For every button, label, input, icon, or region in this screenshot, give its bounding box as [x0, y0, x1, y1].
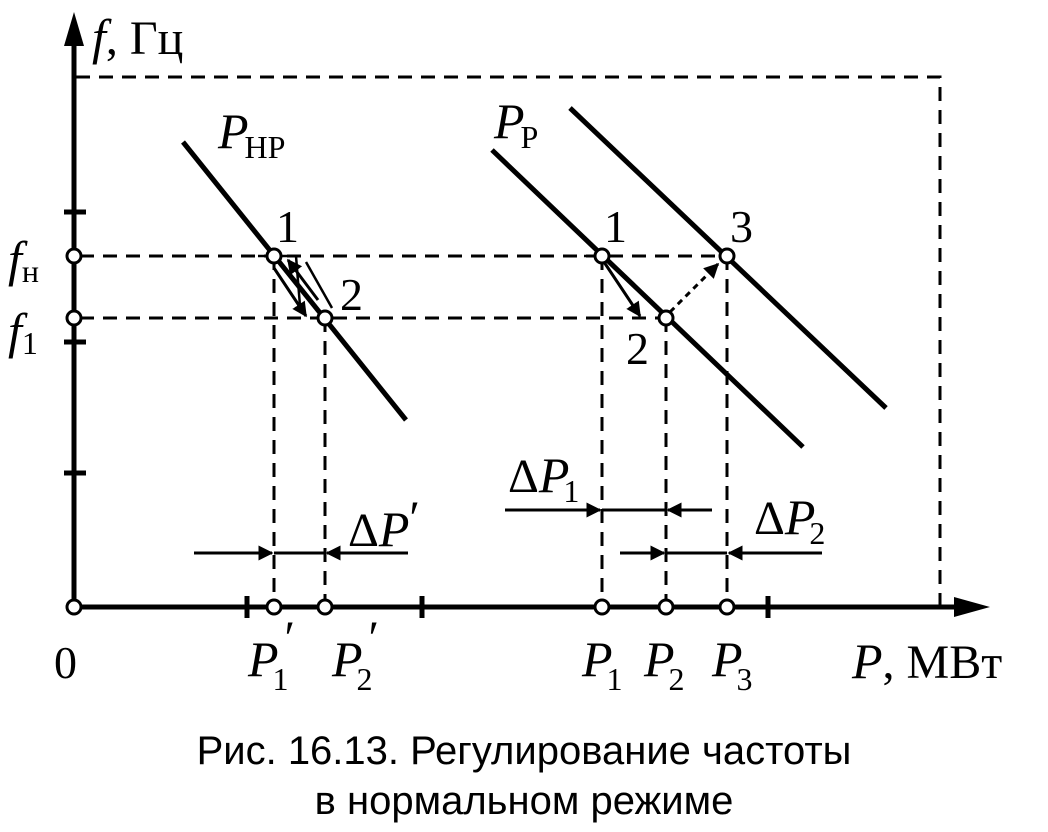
y-axis-arrow	[64, 12, 84, 46]
point-left-1	[265, 247, 283, 265]
point-axis-f-nom	[65, 247, 83, 265]
line-p-regulated	[490, 148, 805, 449]
x-axis-arrow	[954, 597, 990, 617]
right-transition-arrows	[584, 254, 720, 318]
point-axis-p2-prime	[316, 598, 334, 616]
operating-points	[65, 247, 736, 616]
point-label-left-2: 2	[340, 269, 363, 320]
x-axis-label: P, МВт	[851, 633, 1002, 689]
point-right-1	[593, 247, 611, 265]
point-axis-p3	[718, 598, 736, 616]
point-origin	[65, 598, 83, 616]
line-p-nonregulated	[181, 140, 408, 422]
point-label-right-1: 1	[604, 201, 627, 252]
p1-prime-label: P1′	[247, 612, 295, 697]
p1-label: P1	[581, 631, 623, 697]
curve-label-regulated: PР	[493, 93, 538, 155]
y-axis-ticks	[64, 209, 86, 476]
point-axis-p2	[657, 598, 675, 616]
curve-label-nonregulated: PНР	[217, 103, 285, 165]
y-axis-label: f, Гц	[92, 9, 183, 65]
point-axis-p1	[593, 598, 611, 616]
x-axis-ticks	[244, 596, 771, 618]
origin-label: 0	[54, 637, 77, 688]
point-label-right-2: 2	[626, 323, 649, 374]
point-label-left-1: 1	[276, 201, 299, 252]
f-nom-label: fн	[8, 231, 39, 289]
delta-p-prime-label: ΔP′	[348, 492, 420, 557]
p2-prime-label: P2′	[331, 612, 379, 697]
point-right-2	[657, 309, 675, 327]
p2-label: P2	[643, 631, 685, 697]
point-right-3	[718, 247, 736, 265]
caption-line-1: Рис. 16.13. Регулирование частоты	[197, 729, 852, 773]
point-label-right-3: 3	[730, 201, 753, 252]
point-left-2	[316, 309, 334, 327]
caption-line-2: в нормальном режиме	[315, 779, 734, 823]
outer-boundary-dashed	[76, 75, 942, 607]
p3-label: P3	[711, 631, 753, 697]
point-axis-f-1	[65, 309, 83, 327]
delta-p1-label: ΔP1	[508, 447, 579, 509]
f-1-label: f1	[8, 303, 38, 361]
point-axis-p1-prime	[265, 598, 283, 616]
delta-p2-label: ΔP2	[754, 489, 825, 551]
left-transition-arrows	[258, 254, 334, 318]
